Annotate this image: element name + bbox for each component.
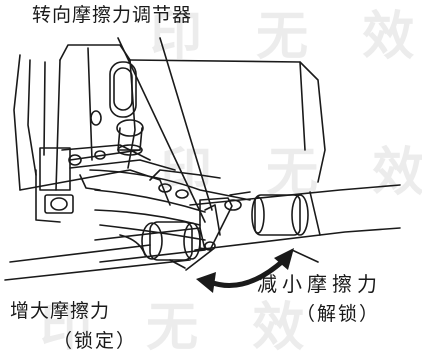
friction-adjuster-label: 转向摩擦力调节器: [32, 4, 193, 26]
lock-note: （锁定）: [53, 330, 138, 352]
friction-lever: [199, 197, 233, 251]
arrow-head-right: [274, 248, 294, 270]
arrow-head-left: [196, 272, 216, 293]
watermark-row: 印 无 效: [160, 143, 422, 203]
steering-tube: [189, 184, 401, 251]
leader-increase: [185, 249, 213, 271]
tilt-knob: [116, 119, 144, 156]
decrease-friction-label: 减小摩擦力: [257, 272, 382, 296]
leader-decrease: [291, 249, 319, 263]
lower-bracket: [4, 221, 206, 281]
watermark-row: 印 无 效: [150, 7, 422, 67]
watermark-row: 印 无 效: [40, 298, 323, 353]
leader-friction-adjuster: [117, 37, 206, 223]
unlock-note: （解锁）: [296, 303, 381, 325]
adjust-direction-arrow: [196, 248, 294, 293]
increase-friction-label: 增大摩擦力: [10, 300, 111, 322]
leader-friction-adjuster-2: [159, 37, 213, 211]
